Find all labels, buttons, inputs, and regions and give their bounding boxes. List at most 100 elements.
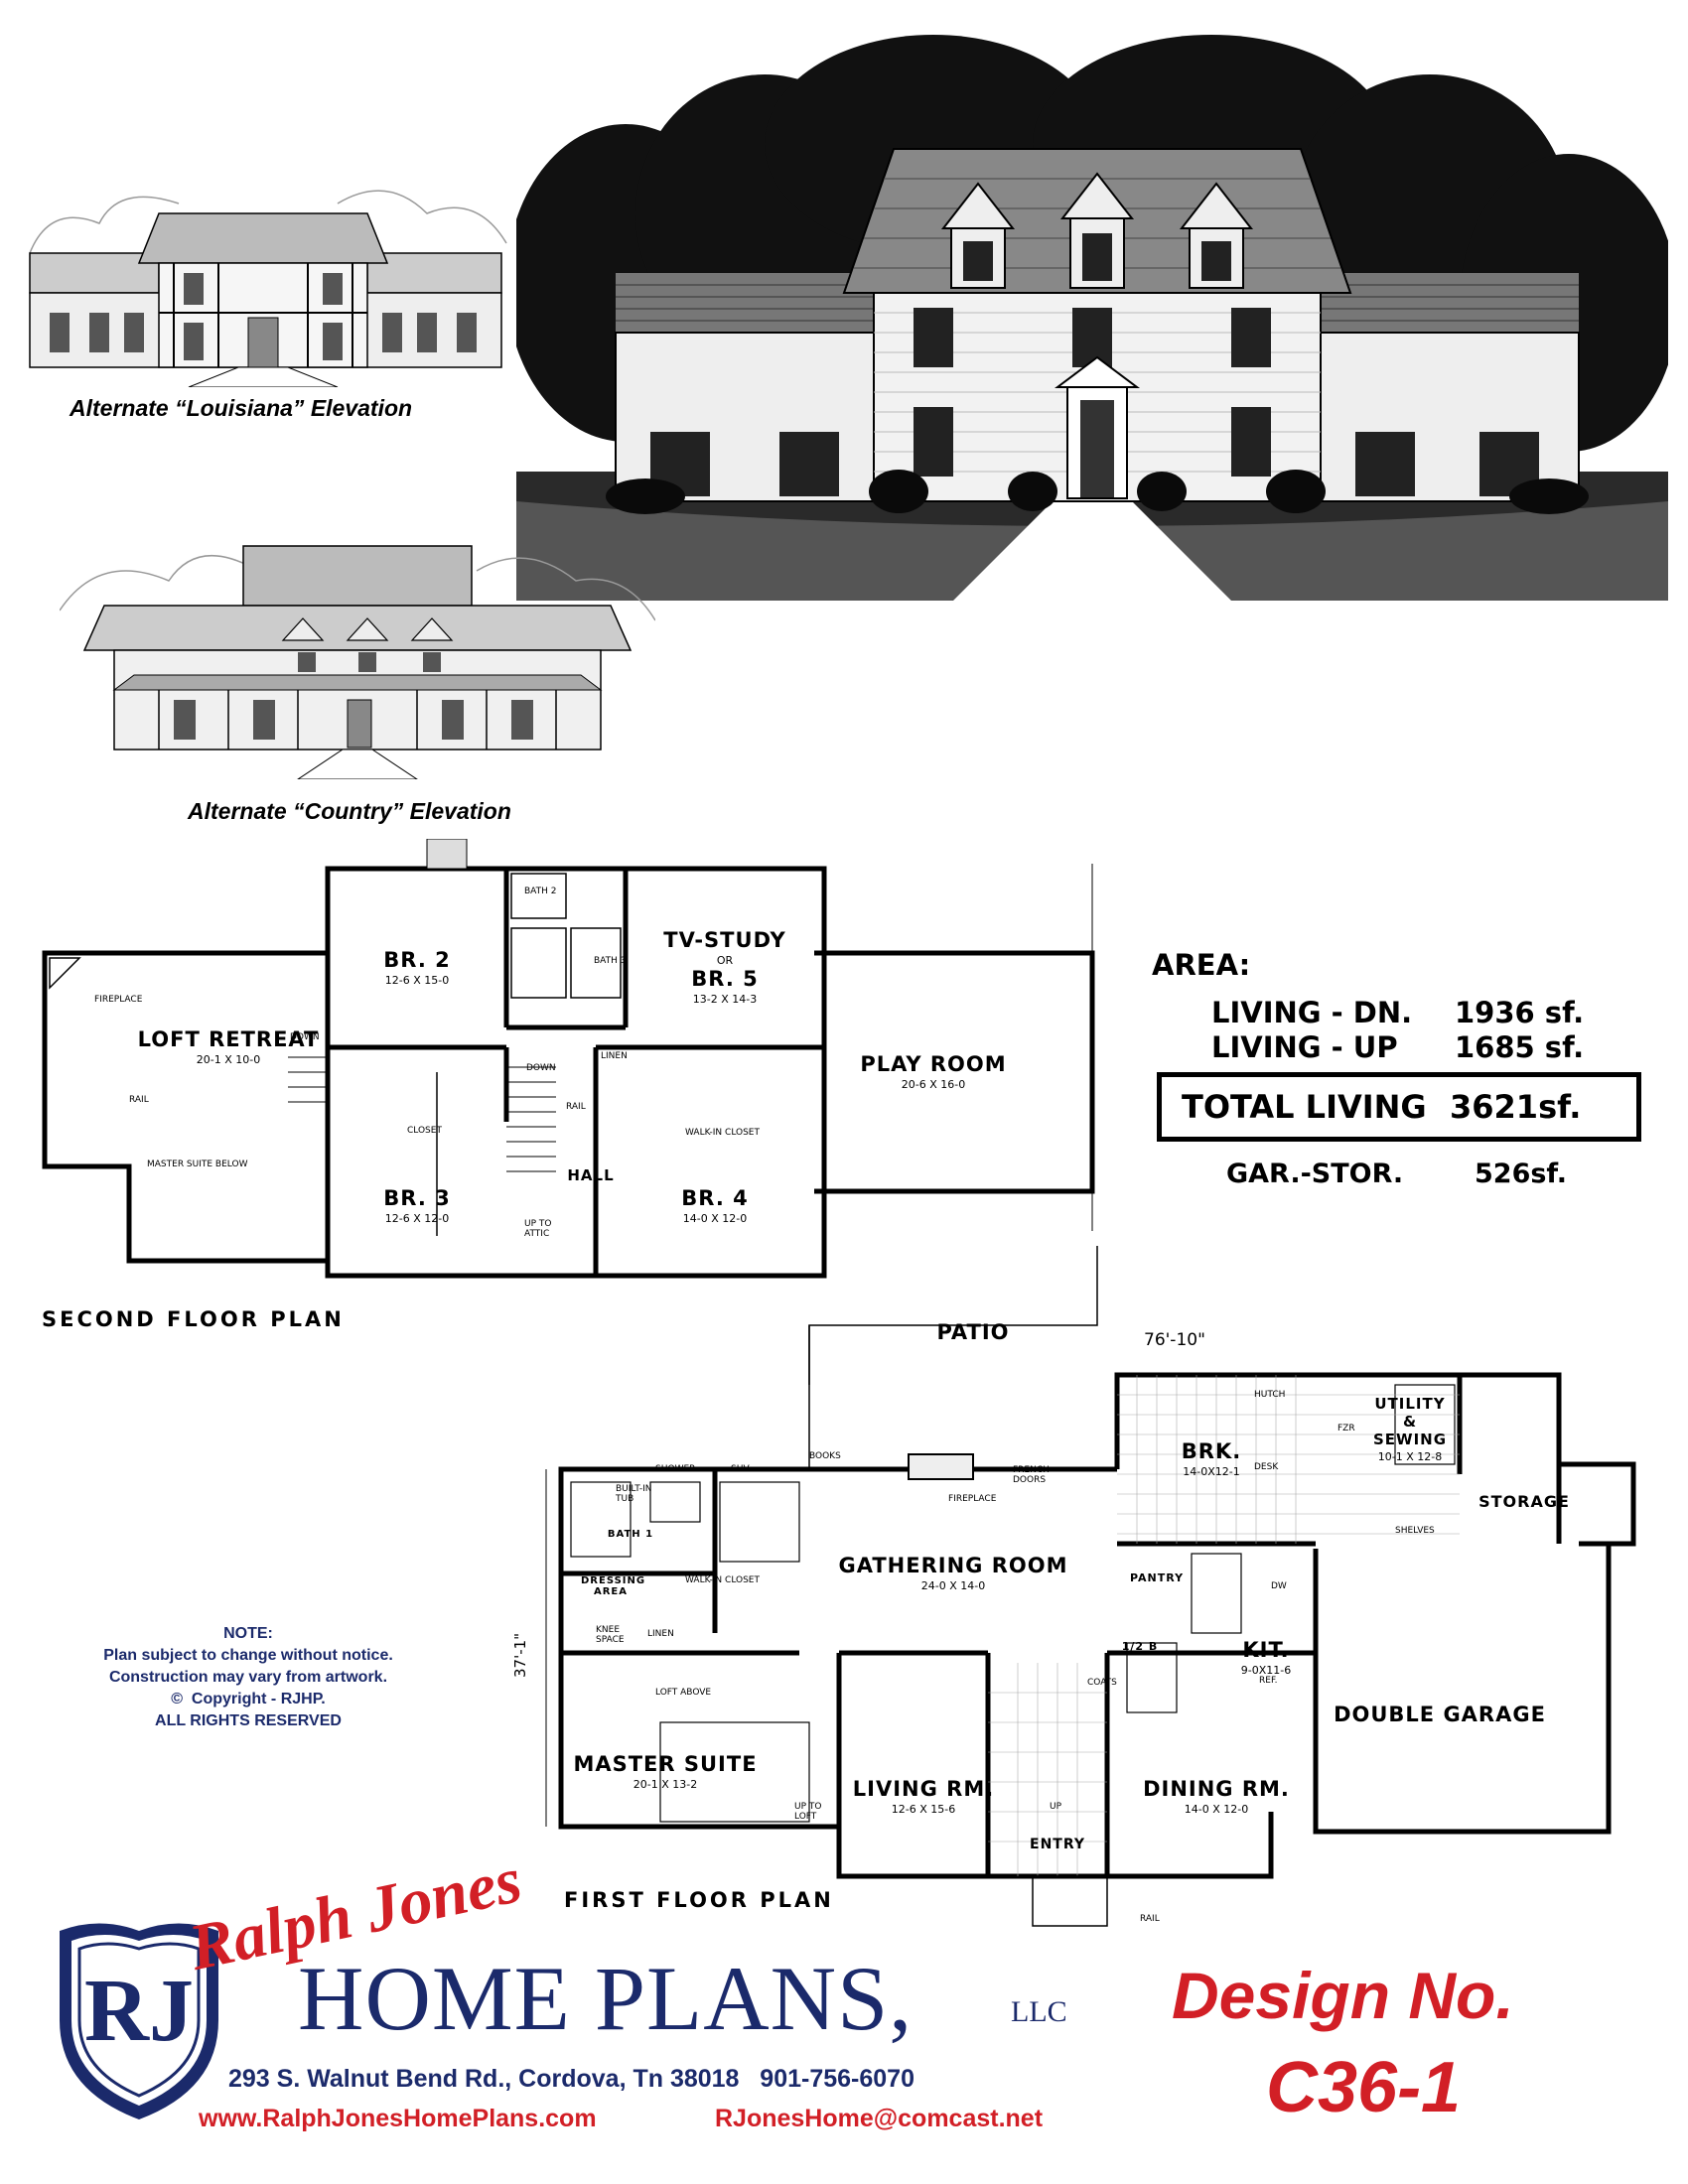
room-bath1: BATH 1	[606, 1529, 655, 1540]
area-row-dn: LIVING - DN.1936 sf.	[1211, 996, 1584, 1029]
room-storage: STORAGE	[1470, 1492, 1579, 1511]
label-fireplace-1f: FIREPLACE	[948, 1494, 997, 1504]
utility-line3: SEWING	[1372, 1431, 1448, 1448]
br3-name: BR. 3	[383, 1186, 451, 1210]
louisiana-caption: Alternate “Louisiana” Elevation	[70, 395, 413, 421]
country-caption: Alternate “Country” Elevation	[188, 798, 511, 824]
label-desk: DESK	[1254, 1462, 1279, 1472]
total-living-value: 3621sf.	[1450, 1088, 1582, 1126]
label-french-doors: FRENCH DOORS	[1013, 1465, 1050, 1485]
garage-value: 526sf.	[1475, 1159, 1567, 1189]
note-copyright-line: © Copyright - RJHP.	[40, 1689, 457, 1710]
label-attic: UP TO ATTIC	[524, 1219, 552, 1239]
room-dining: DINING RM. 14-0 X 12-0	[1132, 1777, 1301, 1816]
half-bath-name: 1/2 B	[1121, 1640, 1159, 1653]
note-heading: NOTE:	[223, 1625, 273, 1642]
dressing-name: DRESSING AREA	[581, 1575, 646, 1597]
brk-dims: 14-0X12-1	[1183, 1465, 1240, 1478]
patio-name: PATIO	[936, 1320, 1010, 1344]
study-name: TV-STUDY	[663, 928, 786, 952]
second-floor-plan	[42, 839, 1095, 1279]
note-line1: Plan subject to change without notice.	[103, 1647, 393, 1664]
brand-website[interactable]: www.RalphJonesHomePlans.com	[199, 2105, 597, 2132]
kit-name: KIT.	[1242, 1638, 1290, 1662]
label-master-below: MASTER SUITE BELOW	[147, 1160, 248, 1169]
room-gathering: GATHERING ROOM 24-0 X 14-0	[814, 1554, 1092, 1592]
label-shelves: SHELVES	[1395, 1526, 1435, 1536]
room-utility: UTILITY & SEWING 10-1 X 12-8	[1355, 1395, 1465, 1463]
label-walkin-1f: WALK-IN CLOSET	[685, 1575, 760, 1585]
room-master: MASTER SUITE 20-1 X 13-2	[566, 1752, 765, 1791]
label-tub: BUILT-IN TUB	[616, 1484, 652, 1504]
entry-name: ENTRY	[1030, 1837, 1085, 1852]
room-entry: ENTRY	[1023, 1837, 1092, 1852]
room-living: LIVING RM. 12-6 X 15-6	[844, 1777, 1003, 1816]
play-dims: 20-6 X 16-0	[901, 1078, 966, 1091]
room-br3: BR. 3 12-6 X 12-0	[338, 1186, 496, 1225]
brk-name: BRK.	[1181, 1439, 1242, 1463]
disclaimer-note: NOTE: Plan subject to change without not…	[40, 1623, 457, 1732]
hall-name: HALL	[567, 1166, 615, 1184]
note-rights: ALL RIGHTS RESERVED	[155, 1712, 342, 1729]
label-loft-above: LOFT ABOVE	[655, 1688, 712, 1698]
design-number: C36-1	[1266, 2048, 1462, 2127]
living-name: LIVING RM.	[852, 1777, 995, 1801]
br3-dims: 12-6 X 12-0	[384, 1212, 450, 1225]
label-shower: SHOWER	[655, 1464, 696, 1474]
room-br4: BR. 4 14-0 X 12-0	[635, 1186, 794, 1225]
label-rail-hall: RAIL	[566, 1102, 586, 1112]
room-loft-retreat: LOFT RETREAT 20-1 X 10-0	[109, 1027, 348, 1066]
label-down-loft: DOWN	[290, 1032, 320, 1042]
country-elevation-drawing	[60, 545, 655, 779]
label-rail-1f: RAIL	[1140, 1914, 1160, 1924]
label-ref: REF.	[1259, 1676, 1278, 1686]
first-floor-title: FIRST FLOOR PLAN	[564, 1888, 834, 1912]
label-knee: KNEE SPACE	[596, 1625, 625, 1645]
louisiana-elevation-drawing	[29, 190, 507, 387]
br2-dims: 12-6 X 15-0	[384, 974, 450, 987]
br4-name: BR. 4	[681, 1186, 749, 1210]
label-linen-2f: LINEN	[601, 1051, 628, 1061]
area-heading: AREA:	[1152, 948, 1251, 982]
room-patio: PATIO	[894, 1320, 1053, 1344]
utility-line1: UTILITY	[1374, 1395, 1446, 1413]
second-floor-title: SECOND FLOOR PLAN	[42, 1307, 345, 1331]
play-name: PLAY ROOM	[860, 1052, 1007, 1076]
brand-email[interactable]: RJonesHome@comcast.net	[715, 2105, 1044, 2132]
br4-dims: 14-0 X 12-0	[682, 1212, 748, 1225]
total-living-label: TOTAL LIVING	[1182, 1088, 1427, 1126]
pantry-name: PANTRY	[1129, 1571, 1185, 1584]
brand-address: 293 S. Walnut Bend Rd., Cordova, Tn 3801…	[228, 2065, 914, 2093]
master-name: MASTER SUITE	[573, 1752, 758, 1776]
gathering-name: GATHERING ROOM	[838, 1554, 1068, 1577]
label-dw: DW	[1271, 1581, 1287, 1591]
note-copyright: Copyright - RJHP.	[191, 1691, 326, 1707]
living-dims: 12-6 X 15-6	[891, 1803, 956, 1816]
study-or: OR	[716, 954, 734, 967]
room-hall: HALL	[561, 1166, 621, 1184]
dining-dims: 14-0 X 12-0	[1184, 1803, 1249, 1816]
main-elevation-drawing	[516, 35, 1668, 601]
storage-name: STORAGE	[1478, 1492, 1570, 1511]
overall-depth: 37'-1"	[511, 1632, 529, 1678]
label-down-hall: DOWN	[526, 1063, 556, 1073]
label-bath2: BATH 2	[524, 887, 557, 896]
room-half-bath: 1/2 B	[1120, 1640, 1160, 1653]
label-rail-loft: RAIL	[129, 1095, 149, 1105]
loft-name: LOFT RETREAT	[137, 1027, 320, 1051]
logo-monogram: RJ	[84, 1962, 194, 2060]
label-fzr: FZR	[1337, 1424, 1355, 1433]
shield-logo: RJ	[60, 1923, 218, 2119]
brand-name: HOME PLANS,	[298, 1948, 914, 2049]
utility-dims: 10-1 X 12-8	[1377, 1450, 1443, 1463]
brand-llc: LLC	[1011, 1995, 1067, 2028]
label-bath3: BATH 3	[594, 956, 627, 966]
design-label: Design No.	[1172, 1959, 1514, 2032]
garage-name: DOUBLE GARAGE	[1334, 1703, 1546, 1726]
note-line2: Construction may vary from artwork.	[108, 1669, 388, 1686]
copyright-icon: ©	[171, 1691, 192, 1707]
label-hutch: HUTCH	[1254, 1390, 1286, 1400]
master-dims: 20-1 X 13-2	[633, 1778, 698, 1791]
room-play: PLAY ROOM 20-6 X 16-0	[834, 1052, 1033, 1091]
